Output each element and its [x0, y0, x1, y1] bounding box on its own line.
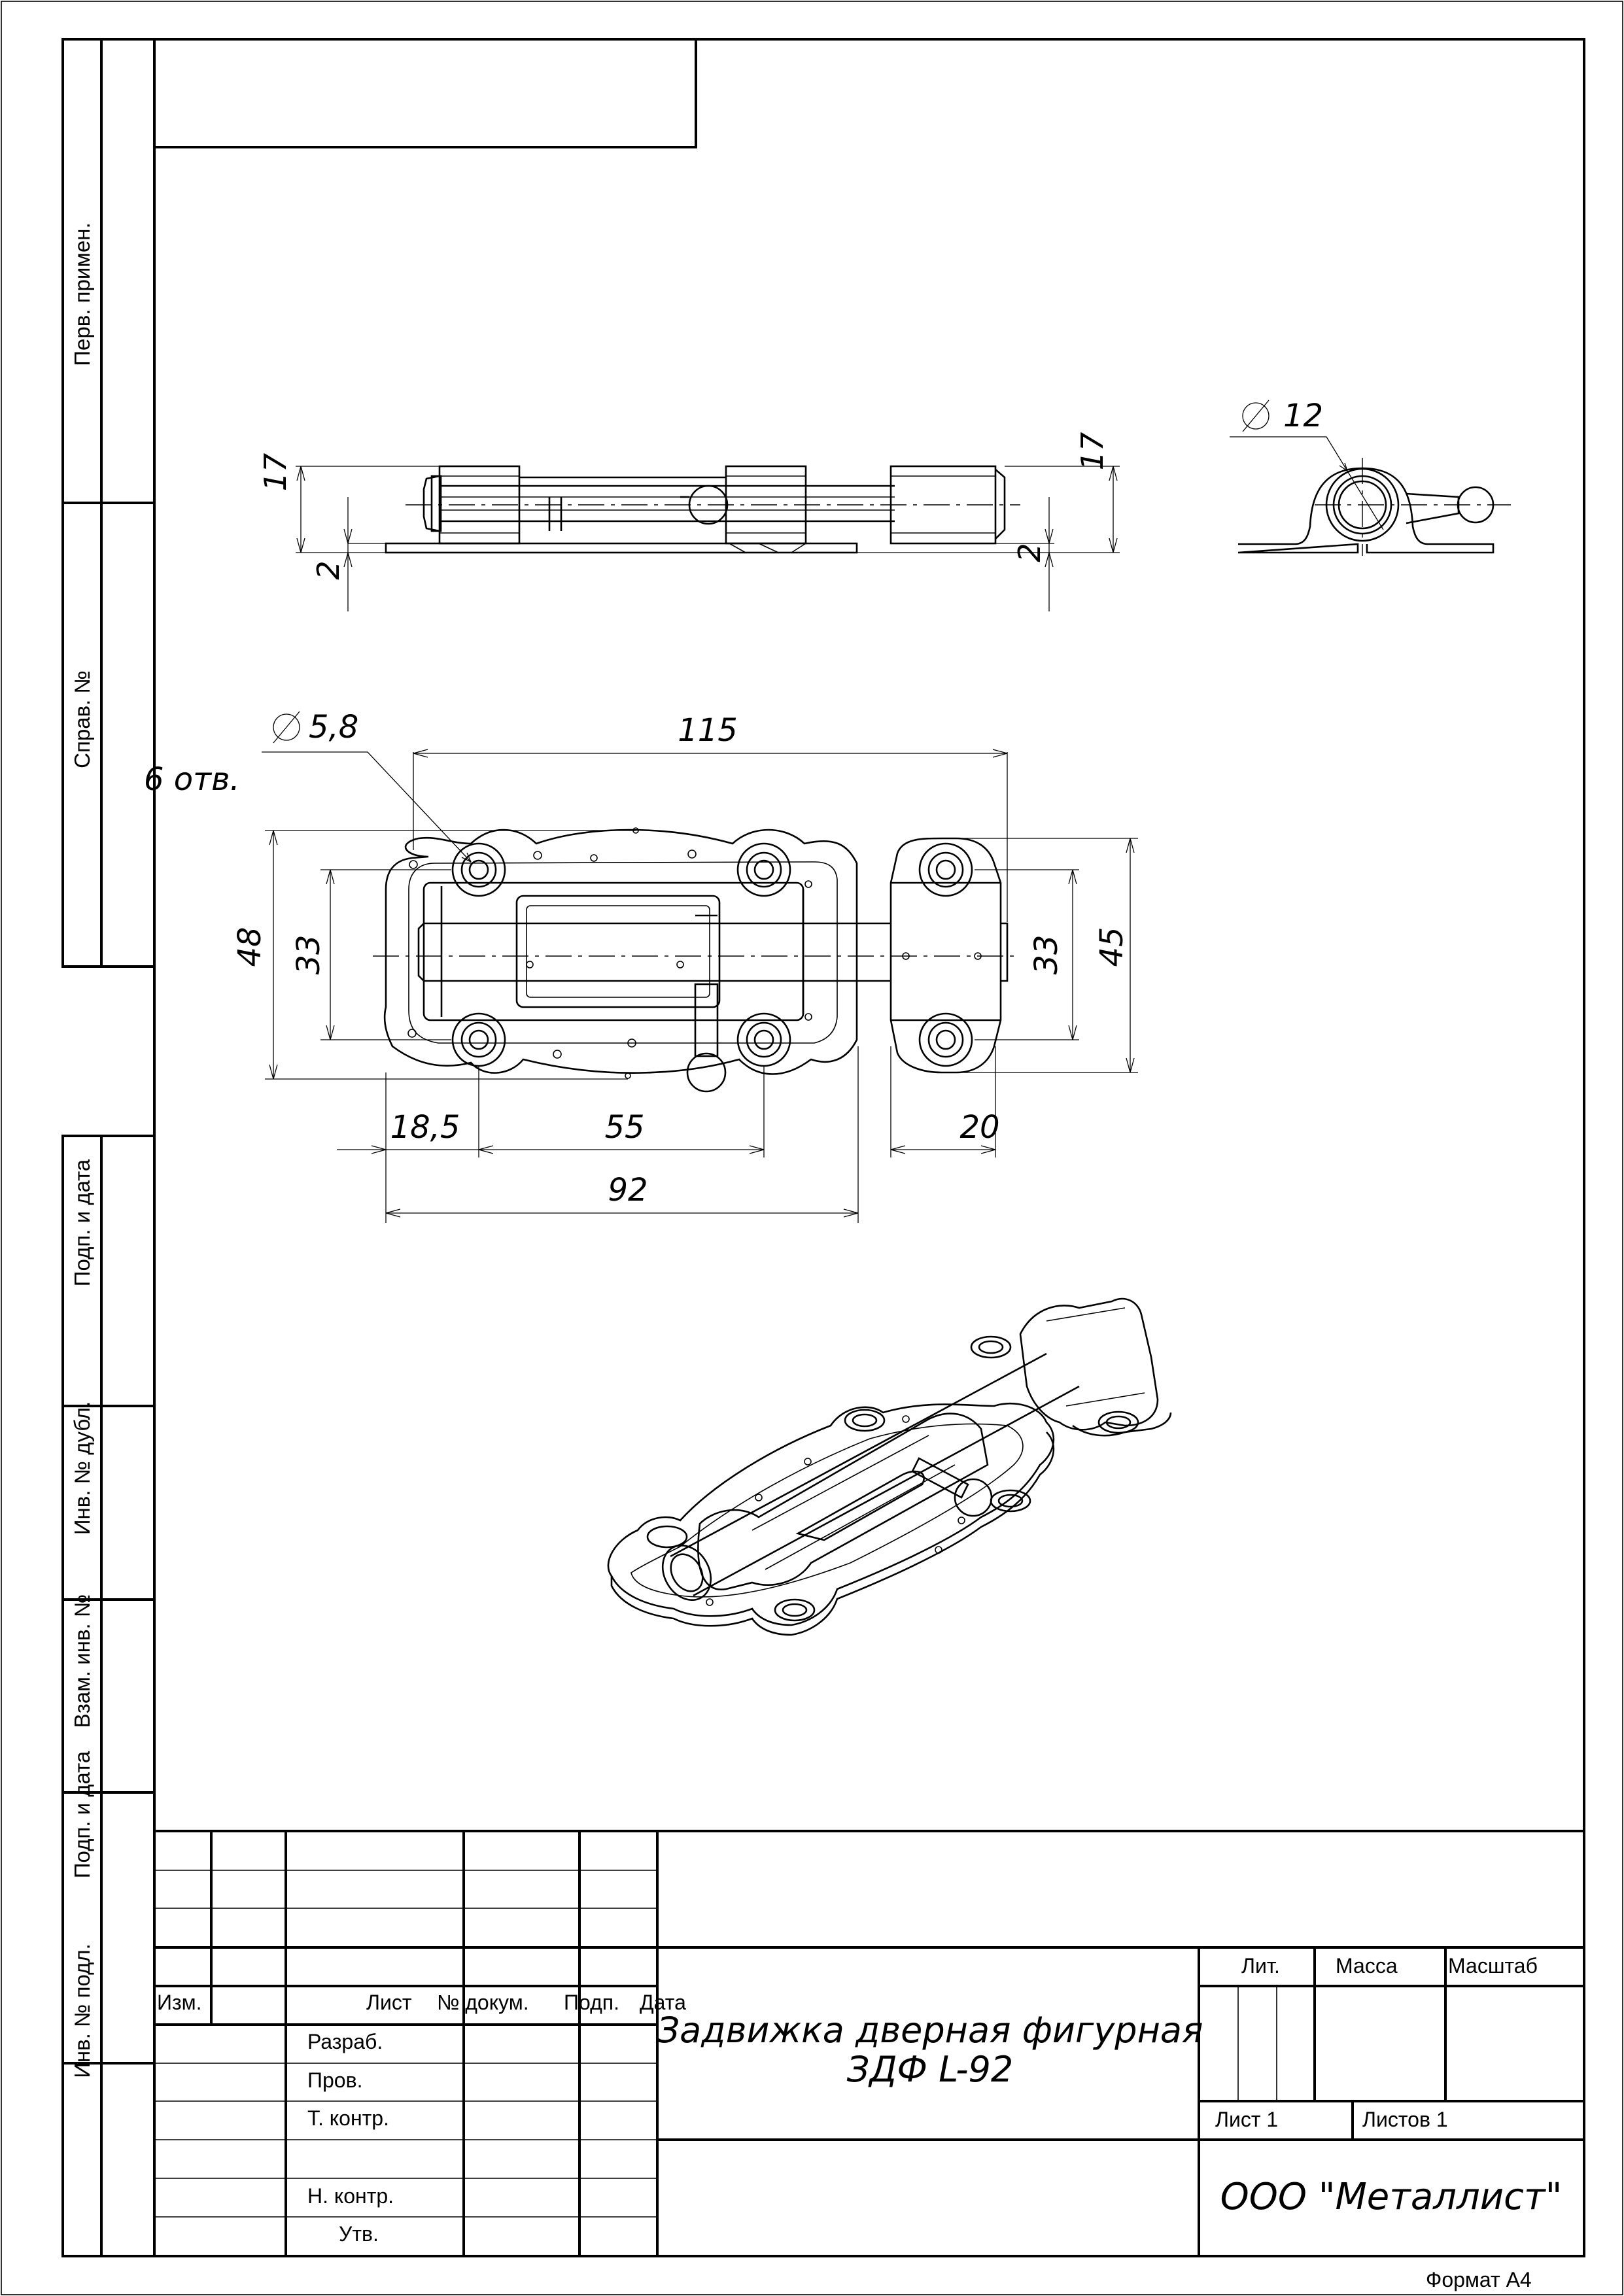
cell-sheet: Лист 1 [1215, 2108, 1278, 2131]
dim-2-left: 2 [311, 560, 346, 579]
dim-92: 92 [608, 1172, 648, 1208]
col-data: Дата [640, 1991, 686, 2014]
dim-33-right: 33 [1028, 934, 1065, 974]
label-vzam-inv-no: Взам. инв. № [70, 1594, 94, 1728]
top-view [373, 827, 1020, 1093]
side-view: 12 [1230, 398, 1511, 556]
label-podp-data-2: Подп. и дата [70, 1751, 94, 1878]
title-block [154, 1830, 1584, 2256]
row-prov: Пров. [307, 2068, 362, 2092]
cell-lit: Лит. [1241, 1954, 1280, 1978]
label-podp-data-1: Подп. и дата [70, 1159, 94, 1286]
isometric-view [607, 1297, 1172, 1636]
col-n-dokum: № докум. [437, 1991, 529, 2014]
row-n-kontr: Н. контр. [307, 2184, 394, 2208]
dim-2-right: 2 [1012, 543, 1047, 562]
col-izm: Изм. [157, 1991, 202, 2014]
front-view [385, 465, 1020, 554]
dim-17-left: 17 [258, 453, 293, 492]
top-view-dimensions: 5,8 6 отв. 115 48 33 33 45 [144, 709, 1138, 1223]
row-t-kontr: Т. контр. [307, 2106, 389, 2130]
cell-sheets: Листов 1 [1362, 2108, 1448, 2131]
label-inv-no-podl: Инв. № подл. [70, 1944, 94, 2078]
row-utv: Утв. [339, 2222, 379, 2246]
cell-massa: Масса [1336, 1954, 1398, 1978]
dim-20: 20 [959, 1109, 999, 1146]
label-perv-primen: Перв. примен. [70, 222, 94, 366]
dim-17-right: 17 [1075, 432, 1110, 471]
document-title-line2: ЗДФ L-92 [847, 2049, 1014, 2090]
sidebar-labels: Перв. примен. Справ. № Подп. и дата Инв.… [70, 222, 94, 2078]
label-sprav-no: Справ. № [70, 670, 94, 768]
dim-dia-12: 12 [1283, 398, 1323, 434]
cell-masshtab: Масштаб [1448, 1954, 1538, 1978]
title-block-titles: Задвижка дверная фигурная ЗДФ L-92 ООО "… [657, 2010, 1563, 2218]
dim-48: 48 [232, 927, 268, 967]
title-block-text: Изм. Лист № докум. Подп. Дата Разраб. Пр… [157, 1954, 1538, 2291]
dim-18-5: 18,5 [390, 1109, 460, 1146]
col-list: Лист [366, 1991, 412, 2014]
dim-55: 55 [604, 1109, 644, 1146]
front-view-dimensions: 17 2 17 2 [258, 432, 1120, 611]
dim-115: 115 [678, 712, 738, 749]
company-name: ООО "Металлист" [1220, 2176, 1563, 2218]
label-inv-no-dubl: Инв. № дубл. [70, 1401, 94, 1535]
dim-holes-count: 6 отв. [144, 761, 240, 798]
document-title-line1: Задвижка дверная фигурная [657, 2010, 1203, 2051]
dim-33-left: 33 [290, 934, 327, 974]
format-label: Формат А4 [1426, 2268, 1532, 2291]
dim-dia-5-8: 5,8 [309, 709, 358, 745]
dim-45: 45 [1094, 927, 1130, 967]
mounting-holes-left [451, 842, 791, 1067]
plate-dots [407, 827, 812, 1079]
row-razrab: Разраб. [307, 2030, 383, 2053]
col-podp: Подп. [564, 1991, 619, 2014]
